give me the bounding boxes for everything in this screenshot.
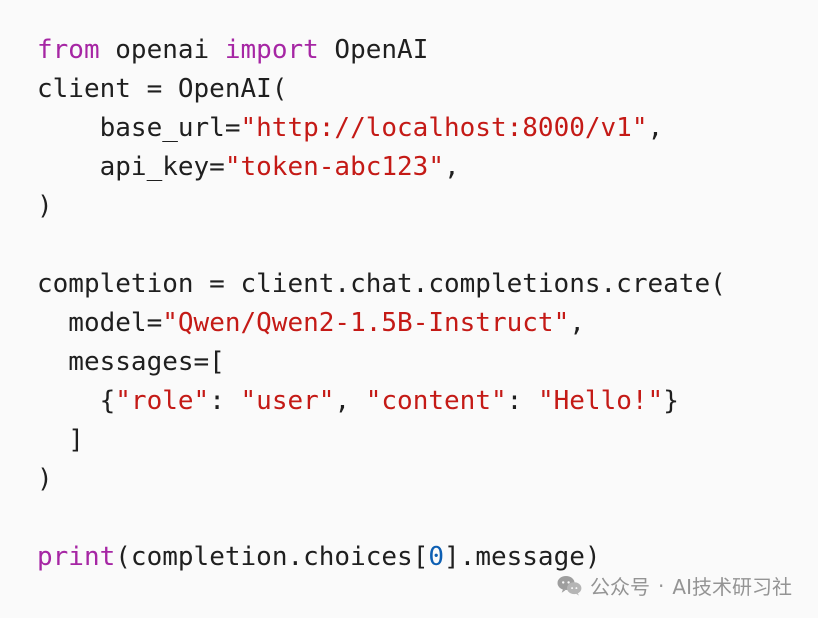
code-token: ,	[444, 152, 460, 182]
code-token: 0	[428, 542, 445, 572]
code-token: openai	[99, 35, 225, 65]
code-token: "role"	[115, 386, 210, 416]
code-line: print(completion.choices[0].message)	[37, 538, 726, 577]
code-token: import	[224, 35, 319, 65]
code-line: messages=[	[37, 343, 726, 382]
code-token: print	[37, 542, 116, 572]
code-token: {	[37, 386, 116, 416]
code-line: base_url="http://localhost:8000/v1",	[37, 109, 726, 148]
code-line: api_key="token-abc123",	[37, 148, 726, 187]
code-line	[37, 226, 726, 265]
code-token: client = OpenAI(	[37, 74, 288, 104]
code-token: (completion.choices[	[115, 542, 429, 572]
code-token: )	[37, 191, 53, 221]
code-line: ]	[37, 421, 726, 460]
code-line	[37, 499, 726, 538]
code-token: "content"	[365, 386, 507, 416]
watermark-name: AI技术研习社	[672, 575, 792, 599]
code-token: OpenAI	[318, 35, 429, 65]
code-block: from openai import OpenAI client = OpenAI…	[37, 31, 726, 577]
code-token: ].message)	[444, 542, 601, 572]
code-token: "token-abc123"	[224, 152, 444, 182]
code-token: ,	[647, 113, 664, 143]
code-token: ,	[569, 308, 585, 338]
code-line: {"role": "user", "content": "Hello!"}	[37, 382, 726, 421]
code-token: base_url=	[37, 113, 241, 143]
watermark: 公众号 · AI技术研习社	[556, 571, 792, 600]
code-line: )	[37, 460, 726, 499]
code-line: model="Qwen/Qwen2-1.5B-Instruct",	[37, 304, 726, 343]
code-line: client = OpenAI(	[37, 70, 726, 109]
wechat-icon	[557, 575, 582, 596]
code-token: "user"	[240, 386, 335, 416]
watermark-separator: ·	[658, 573, 665, 598]
code-token: ,	[334, 386, 366, 416]
code-line: )	[37, 187, 726, 226]
code-line: completion = client.chat.completions.cre…	[37, 265, 726, 304]
watermark-account: 公众号	[590, 575, 651, 599]
code-token: model=	[37, 308, 163, 338]
code-line: from openai import OpenAI	[37, 31, 726, 70]
code-token: )	[37, 464, 53, 494]
code-token: :	[209, 386, 241, 416]
code-token: "Qwen/Qwen2-1.5B-Instruct"	[162, 308, 570, 338]
code-token: }	[663, 386, 679, 416]
code-token: ]	[37, 425, 84, 455]
code-token: completion = client.chat.completions.cre…	[37, 269, 726, 299]
code-token: messages=[	[37, 347, 225, 377]
code-token: "http://localhost:8000/v1"	[240, 113, 648, 143]
code-token: :	[506, 386, 538, 416]
code-token: from	[37, 35, 100, 65]
code-token: "Hello!"	[537, 386, 664, 416]
code-token: api_key=	[37, 152, 225, 182]
